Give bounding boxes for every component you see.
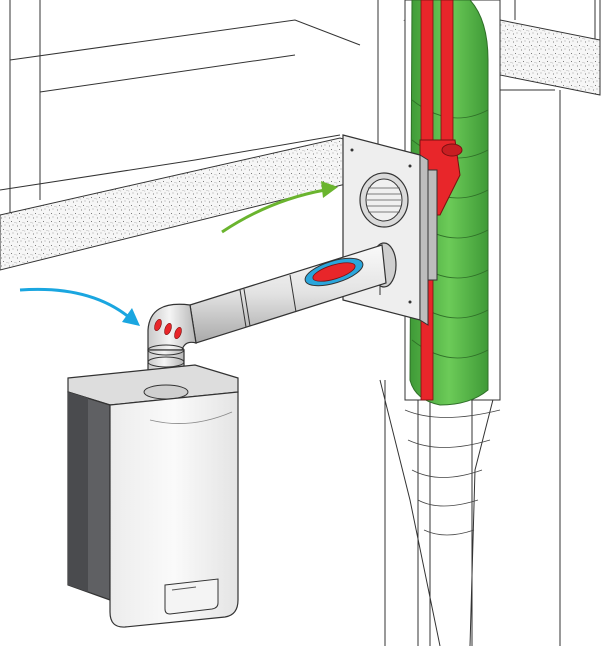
- boiler-control-panel: [164, 578, 219, 615]
- shaft-rings: [404, 409, 501, 536]
- red-flue-pipe-upper: [440, 0, 454, 141]
- exhaust-terminal-grille: [359, 172, 409, 228]
- pipe-inspection-window: [304, 257, 364, 287]
- boiler-front-casing: [109, 391, 239, 628]
- air-intake-arrow-icon: [19, 287, 140, 326]
- ceiling-slab-insulation: [0, 0, 601, 271]
- elbow-vent-slots: [154, 318, 182, 340]
- exhaust-arrow-icon: [221, 181, 338, 234]
- wall-terminal-plate: [342, 134, 429, 326]
- wall-boiler: [67, 364, 239, 628]
